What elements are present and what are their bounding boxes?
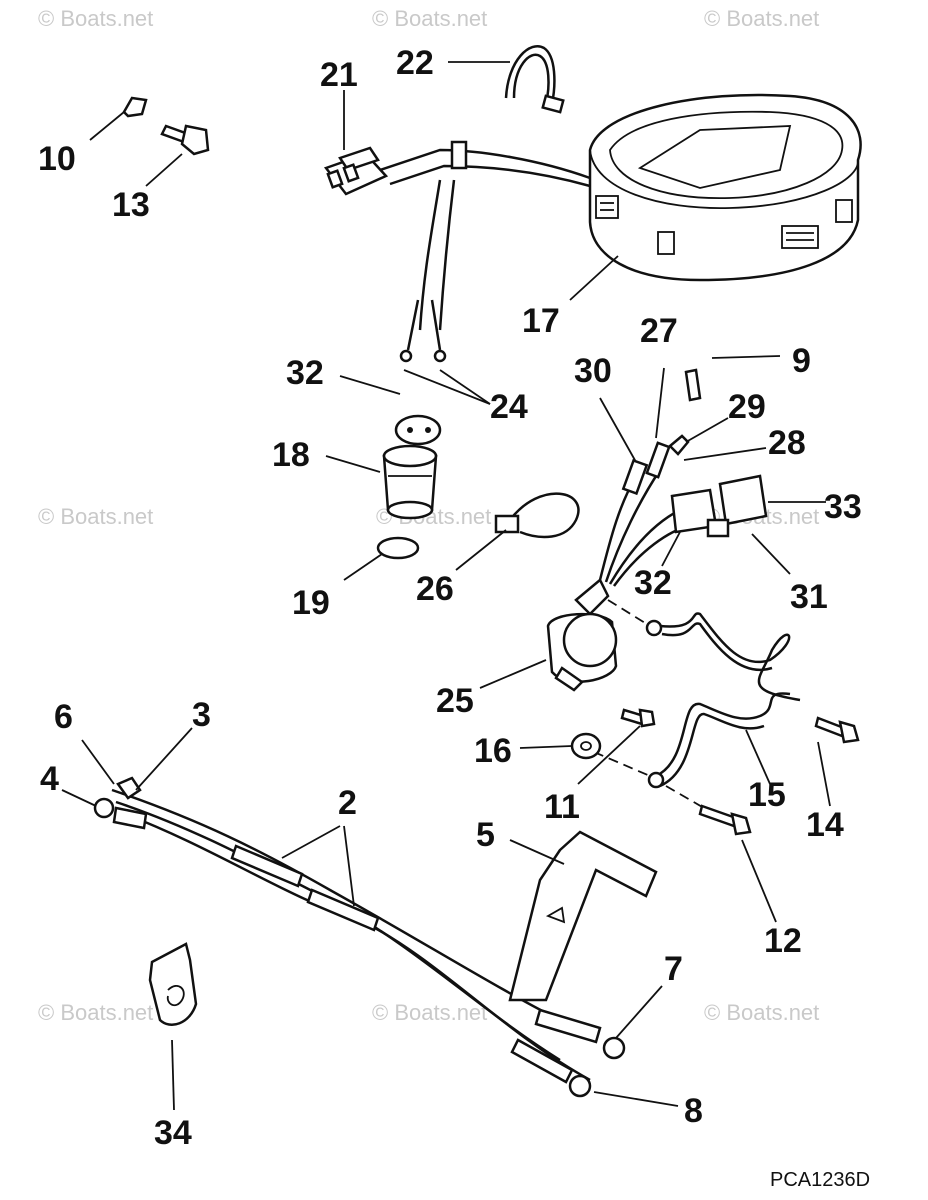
part-26-tie-strap: [494, 492, 580, 539]
callout-24: 24: [490, 388, 528, 426]
callout-32-bottom: 32: [634, 564, 672, 602]
part-25-sensor: [546, 578, 618, 692]
callout-27: 27: [640, 312, 678, 350]
part-19-o-ring: [376, 536, 420, 560]
callout-15: 15: [748, 776, 786, 814]
callout-19: 19: [292, 584, 330, 622]
watermark-text: © Boats.net: [38, 6, 153, 31]
callout-33: 33: [824, 488, 862, 526]
callout-29: 29: [728, 388, 766, 426]
part-21-connector: [323, 146, 389, 196]
callout-18: 18: [272, 436, 310, 474]
watermark-text: © Boats.net: [704, 1000, 819, 1025]
part-5-retainer: [508, 830, 658, 1002]
callout-34: 34: [154, 1114, 192, 1152]
watermark-text: © Boats.net: [372, 1000, 487, 1025]
callout-17: 17: [522, 302, 560, 340]
callouts: 10 13 21 22 17 27 9 30 29 28 33 32 24 18…: [38, 44, 862, 1152]
callout-28: 28: [768, 424, 806, 462]
callout-10: 10: [38, 140, 76, 178]
callout-9: 9: [792, 342, 811, 380]
part-11-screw: [620, 708, 656, 728]
callout-4: 4: [40, 760, 59, 798]
part-16-spacer: [570, 732, 602, 760]
callout-32-top: 32: [286, 354, 324, 392]
callout-3: 3: [192, 696, 211, 734]
part-12-screw: [698, 804, 752, 836]
callout-13: 13: [112, 186, 150, 224]
callout-31: 31: [790, 578, 828, 616]
part-22-clip: [504, 45, 565, 114]
callout-22: 22: [396, 44, 434, 82]
callout-12: 12: [764, 922, 802, 960]
part-9-sleeve: [684, 368, 702, 402]
callout-7: 7: [664, 950, 683, 988]
callout-16: 16: [474, 732, 512, 770]
part-13-screw: [160, 124, 210, 156]
part-18-sensor: [382, 444, 438, 520]
part-34-clip: [148, 942, 198, 1026]
part-32-grommet: [394, 414, 442, 446]
callout-30: 30: [574, 352, 612, 390]
callout-21: 21: [320, 56, 358, 94]
callout-5: 5: [476, 816, 495, 854]
part-17-stator: [588, 93, 862, 282]
callout-2: 2: [338, 784, 357, 822]
watermark-text: © Boats.net: [38, 504, 153, 529]
callout-25: 25: [436, 682, 474, 720]
part-10-washer: [122, 96, 148, 118]
callout-6: 6: [54, 698, 73, 736]
callout-26: 26: [416, 570, 454, 608]
leader-lines: [61, 61, 831, 1111]
connector-harness: [598, 434, 768, 587]
lower-harness: [93, 776, 626, 1098]
watermark-text: © Boats.net: [372, 6, 487, 31]
stator-harness: [379, 140, 591, 363]
watermark-text: © Boats.net: [38, 1000, 153, 1025]
callout-11: 11: [544, 788, 580, 826]
callout-14: 14: [806, 806, 844, 844]
watermark-text: © Boats.net: [704, 6, 819, 31]
part-14-screw: [814, 716, 860, 744]
part-15-ground-wire: [593, 599, 801, 809]
callout-8: 8: [684, 1092, 703, 1130]
drawing-code: PCA1236D: [770, 1169, 870, 1191]
